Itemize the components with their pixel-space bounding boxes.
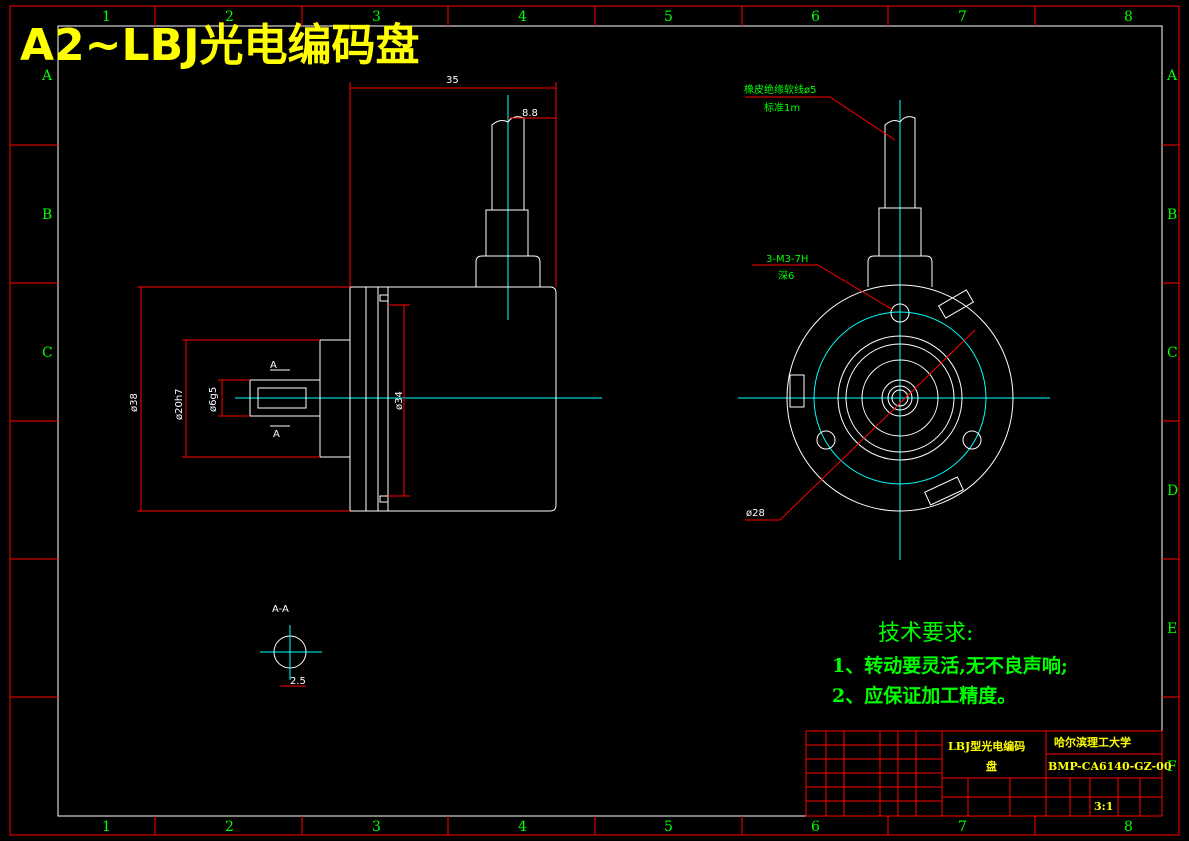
grid-col-top-7: 7 — [958, 9, 967, 25]
grid-col-top-3: 3 — [372, 9, 381, 25]
requirement-1: 1、转动要灵活,无不良声响; — [832, 654, 1068, 677]
grid-row-right-d: D — [1167, 483, 1178, 499]
cable-note-line2: 标准1m — [764, 102, 800, 114]
grid-row-right-a: A — [1166, 68, 1178, 84]
scale: 3:1 — [1094, 800, 1113, 813]
part-name-line2: 盘 — [986, 759, 997, 773]
grid-row-right-b: B — [1167, 207, 1177, 223]
dim-body-dia: ø34 — [394, 391, 405, 410]
grid-col-bottom-4: 4 — [518, 819, 527, 835]
school-name: 哈尔滨理工大学 — [1054, 735, 1131, 749]
grid-col-bottom-5: 5 — [664, 819, 673, 835]
grid-col-top-6: 6 — [811, 9, 820, 25]
grid-col-bottom-6: 6 — [811, 819, 820, 835]
grid-col-bottom-2: 2 — [225, 819, 234, 835]
drawing-number: BMP-CA6140-GZ-00 — [1048, 760, 1172, 773]
requirement-2: 2、应保证加工精度。 — [832, 684, 1016, 707]
grid-col-top-4: 4 — [518, 9, 527, 25]
grid-col-bottom-1: 1 — [102, 819, 111, 835]
grid-row-right-c: C — [1167, 345, 1178, 361]
top-grid-ticks — [10, 6, 1179, 835]
dim-outer-dia: ø38 — [129, 393, 140, 412]
grid-row-left-c: C — [42, 345, 53, 361]
thread-note-line2: 深6 — [778, 270, 794, 282]
grid-col-bottom-7: 7 — [958, 819, 967, 835]
dim-cable-offset: 8.8 — [522, 108, 538, 119]
grid-col-bottom-8: 8 — [1124, 819, 1133, 835]
grid-col-bottom-3: 3 — [372, 819, 381, 835]
grid-row-right-f: F — [1167, 759, 1177, 775]
section-label: A-A — [272, 604, 289, 615]
grid-row-left-b: B — [42, 207, 52, 223]
section-view — [260, 625, 322, 687]
dim-pilot-dia: ø20h7 — [174, 388, 185, 420]
grid-col-top-8: 8 — [1124, 9, 1133, 25]
front-view — [738, 96, 1050, 560]
requirements-title: 技术要求: — [878, 621, 973, 646]
dim-shaft-dia: ø6g5 — [208, 387, 219, 412]
part-name-line1: LBJ型光电编码 — [948, 739, 1025, 753]
dim-bolt-circle: ø28 — [746, 508, 765, 519]
grid-row-right-e: E — [1167, 621, 1177, 637]
title-block — [805, 730, 1163, 817]
section-mark-bottom: A — [273, 429, 280, 440]
dim-length-35: 35 — [446, 75, 459, 86]
dim-flat: 2.5 — [290, 676, 306, 687]
thread-note-line1: 3-M3-7H — [766, 254, 808, 265]
grid-col-top-2: 2 — [225, 9, 234, 25]
side-view — [137, 82, 602, 512]
cable-note-line1: 橡皮绝缘软线ø5 — [744, 83, 816, 96]
grid-col-top-1: 1 — [102, 9, 111, 25]
drawing-title: A2~LBJ光电编码盘 — [20, 20, 419, 71]
grid-col-top-5: 5 — [664, 9, 673, 25]
grid-row-left-a: A — [41, 68, 53, 84]
outer-frame — [9, 5, 1180, 836]
section-mark-top: A — [270, 360, 277, 371]
